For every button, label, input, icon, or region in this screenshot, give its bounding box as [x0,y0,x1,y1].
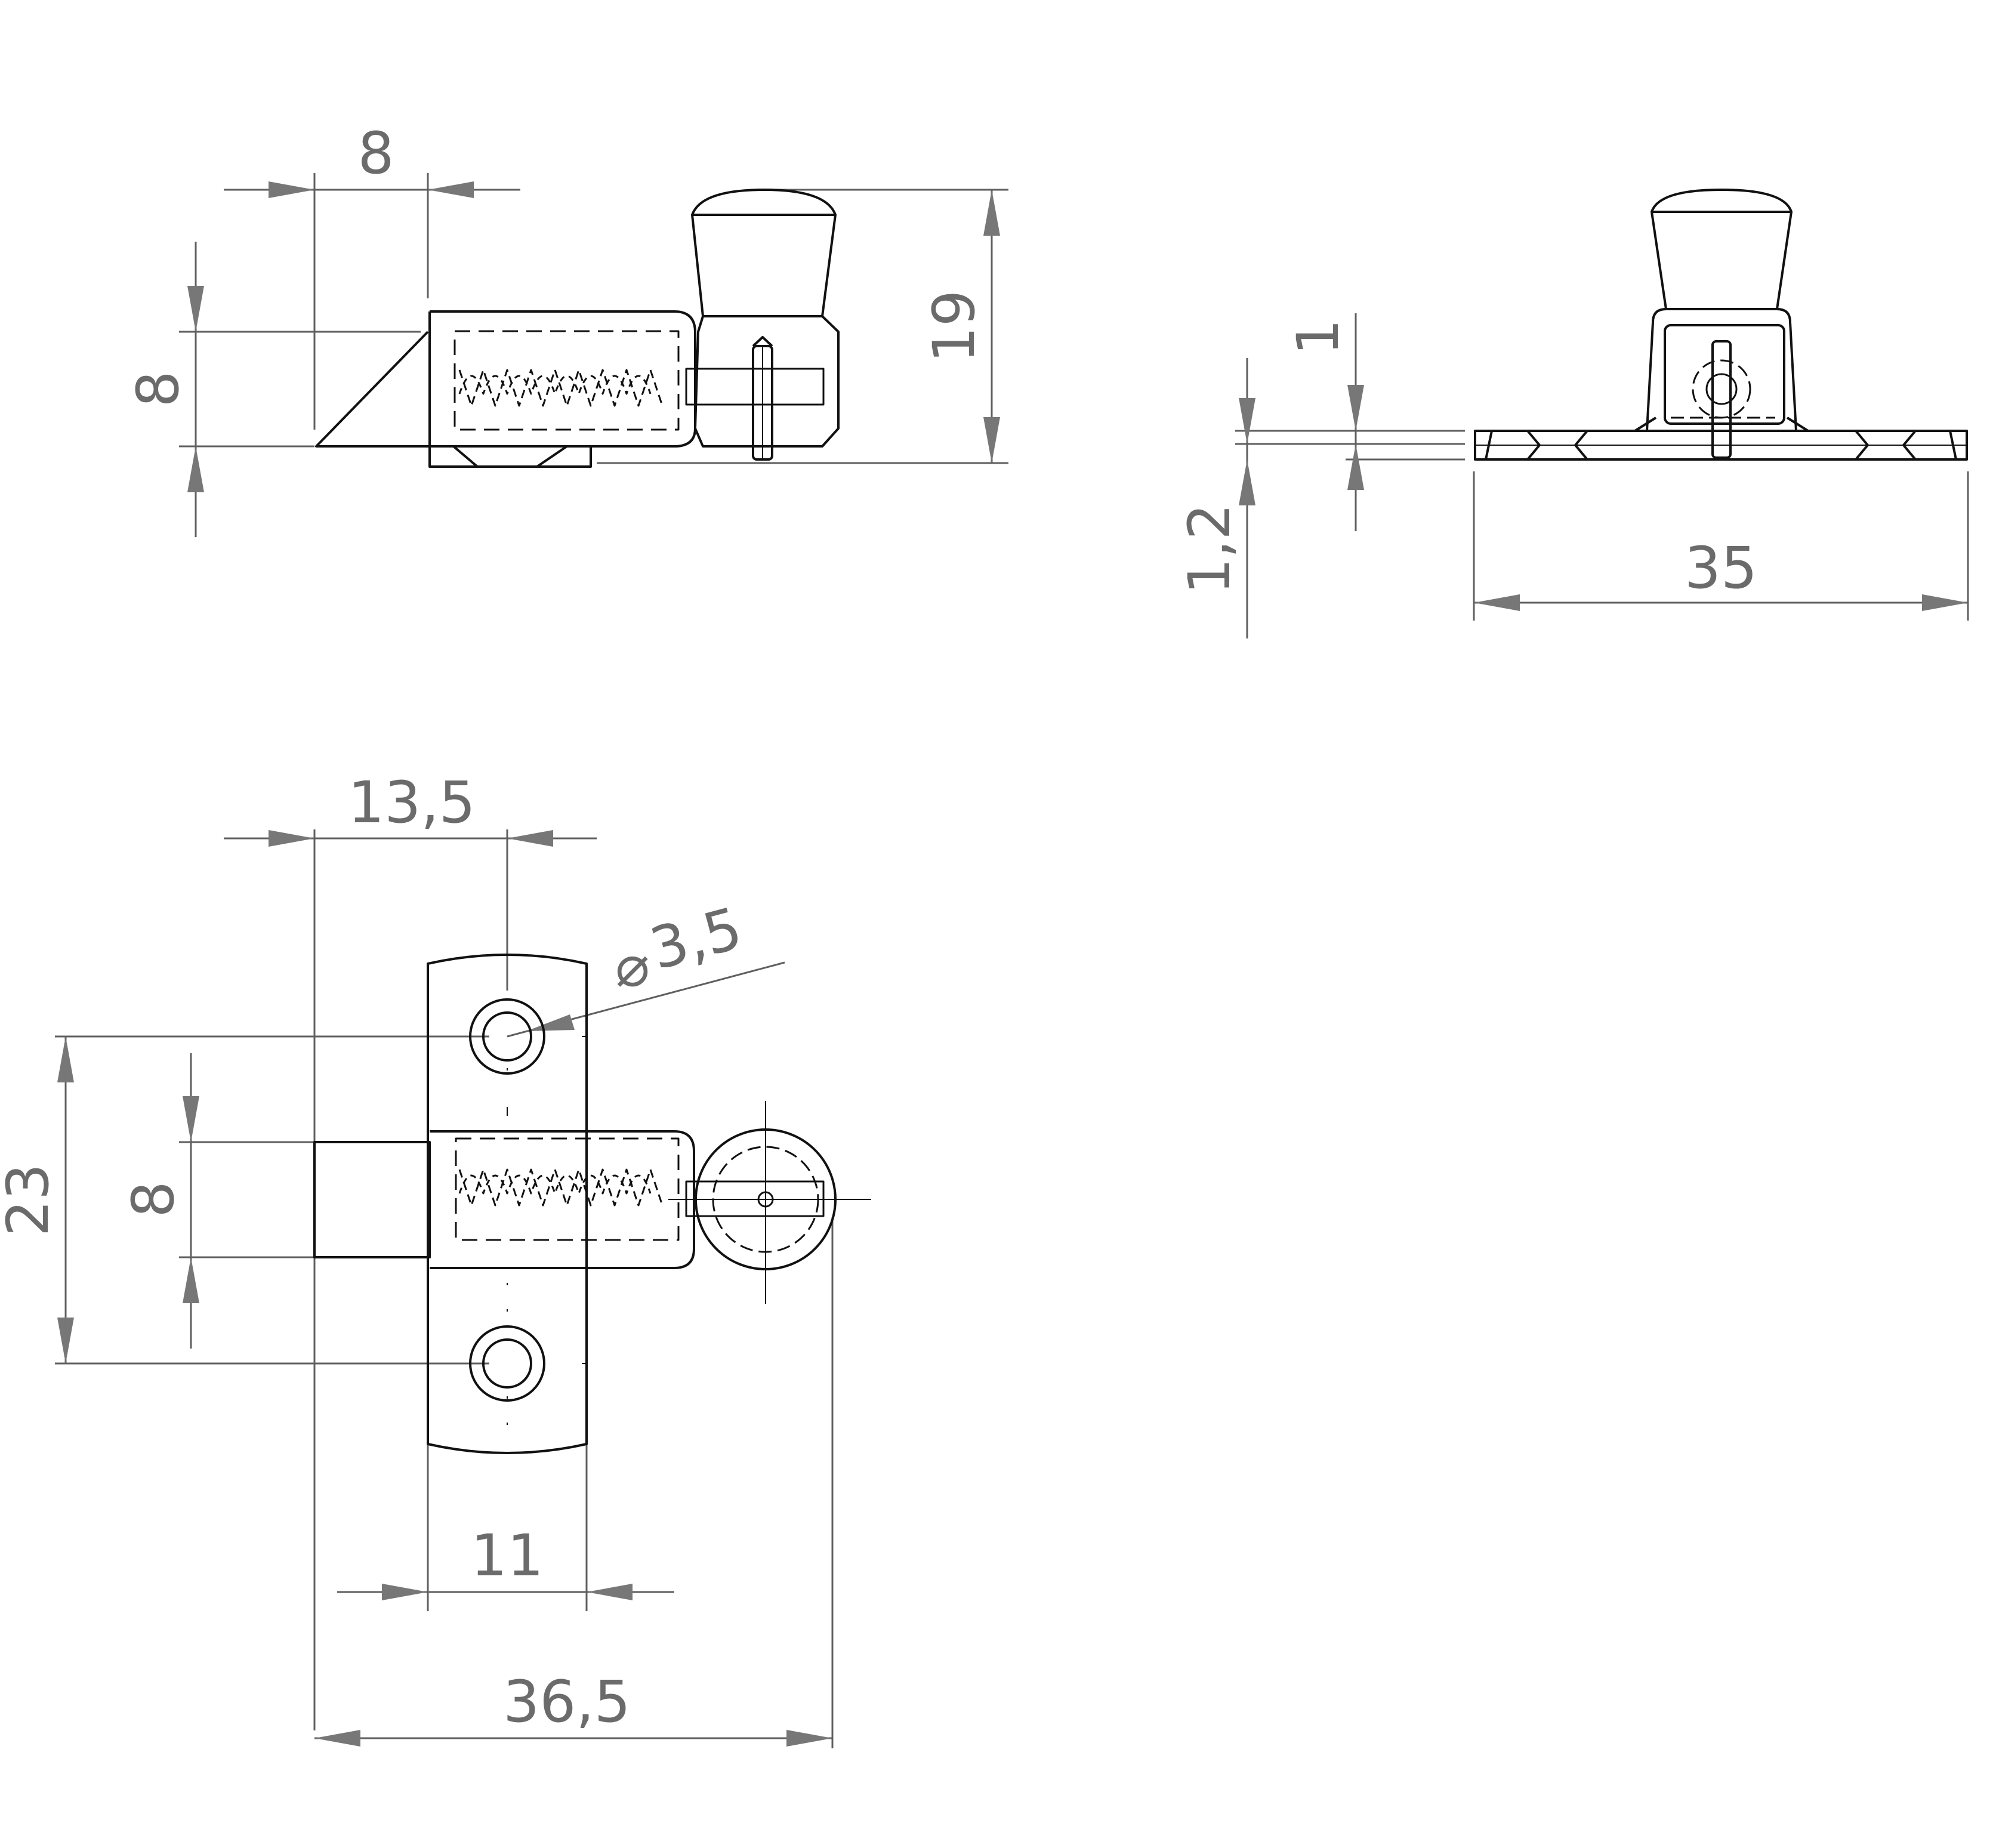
dimension-width-11: 11 [337,1522,674,1600]
dimension-label: 19 [921,290,988,363]
dimension-thickness-1-2: 1,2 [1176,358,1255,638]
dimension-label: 8 [120,1181,187,1217]
dimension-label: 11 [471,1522,544,1589]
latch-side-profile [315,189,840,468]
dimension-label: 8 [357,120,394,187]
dimension-overall-36-5: 36,5 [314,1668,832,1747]
dimension-hole-diameter: ⌀ 3,5 [507,894,785,1038]
dimension-height-8: 8 [125,242,204,537]
dimension-height-8: 8 [120,1053,199,1349]
dimension-label: 13,5 [348,769,476,836]
dimension-label: 23 [0,1164,61,1236]
dimension-label: 1,2 [1176,504,1243,595]
center-lines [507,1036,871,1438]
latch-top-profile [313,954,837,1454]
dimension-height-23: 23 [0,1036,74,1363]
latch-end-profile [1474,189,1968,461]
diameter-symbol: ⌀ [615,933,650,999]
dimension-label: 8 [125,371,192,407]
top-view: 13,5 ⌀ 3,5 23 8 11 [0,769,871,1748]
dimension-offset-13-5: 13,5 [224,769,597,847]
dimension-width-35: 35 [1474,535,1968,611]
dimension-width-8: 8 [224,120,520,198]
end-view: 1 1,2 35 [1176,189,1969,638]
dimension-label: 35 [1685,535,1757,601]
side-view: 8 8 19 [125,120,1008,537]
dimension-label: 3,5 [643,894,748,983]
dimension-height-19: 19 [921,190,1000,463]
dimension-label: 36,5 [503,1668,631,1735]
dimension-height-1: 1 [1285,313,1364,531]
dimension-label: 1 [1285,319,1352,355]
